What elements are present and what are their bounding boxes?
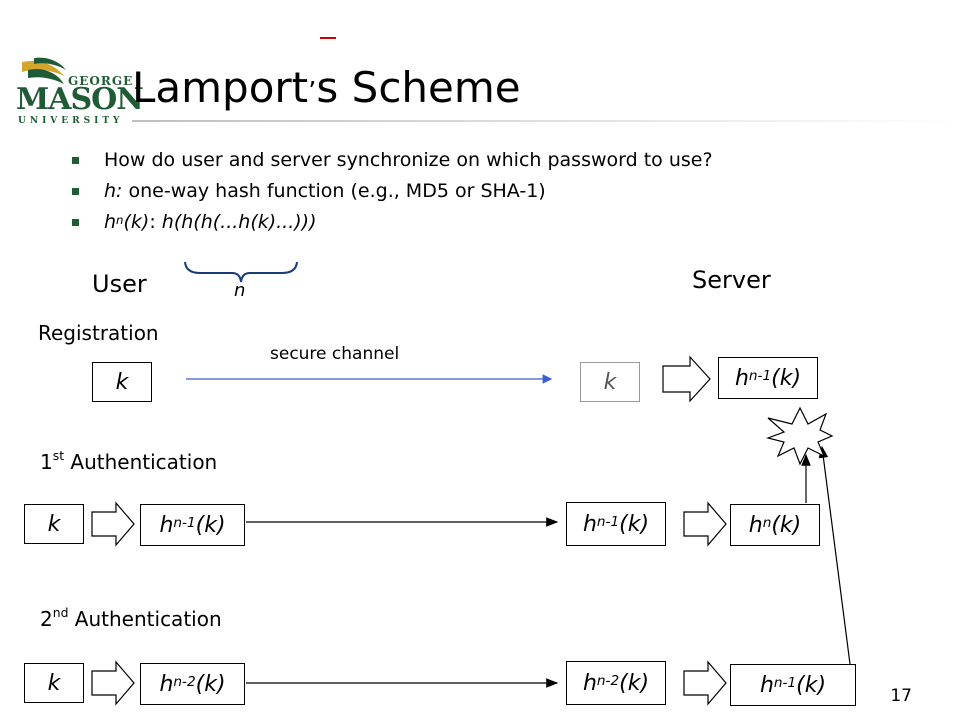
starburst-icon — [765, 406, 834, 466]
auth2-user-key-box: k — [24, 663, 84, 703]
logo-george: GEORGE — [68, 74, 134, 88]
brace-label: n — [234, 280, 246, 301]
reg-server-key-box: k — [580, 362, 640, 402]
page-number: 17 — [890, 686, 912, 706]
bullet-list: How do user and server synchronize on wh… — [72, 145, 713, 238]
bullet-square-icon — [72, 188, 79, 195]
reg-user-key-box: k — [92, 362, 152, 402]
registration-label: Registration — [38, 321, 159, 345]
bullet-square-icon — [72, 157, 79, 164]
logo-mason: MASON — [16, 82, 144, 117]
block-arrow-icon — [91, 501, 135, 547]
title-divider — [132, 120, 960, 122]
logo-university: UNIVERSITY — [18, 116, 124, 126]
user-label: User — [92, 270, 147, 298]
block-arrow-icon — [662, 355, 711, 403]
bullet-item: h: one-way hash function (e.g., MD5 or S… — [72, 176, 713, 207]
bullet-square-icon — [72, 219, 79, 226]
secure-channel-label: secure channel — [270, 344, 400, 364]
brace-icon — [184, 261, 298, 283]
block-arrow-icon — [683, 501, 727, 547]
auth1-label: 1st Authentication — [40, 448, 218, 474]
compare-arrow — [818, 445, 851, 665]
red-dash-mark — [320, 37, 336, 39]
university-logo: GEORGE MASON UNIVERSITY — [14, 56, 144, 128]
page-title: Lamport’s Scheme — [132, 63, 521, 112]
bullet-item: How do user and server synchronize on wh… — [72, 145, 713, 176]
block-arrow-icon — [683, 660, 727, 706]
auth2-label: 2nd Authentication — [40, 605, 222, 631]
block-arrow-icon — [91, 660, 135, 706]
logo-mark — [22, 57, 66, 84]
server-label: Server — [692, 266, 771, 294]
auth1-user-key-box: k — [24, 504, 84, 544]
bullet-item: hn(k): h(h(h(...h(k)...))) — [72, 207, 713, 238]
